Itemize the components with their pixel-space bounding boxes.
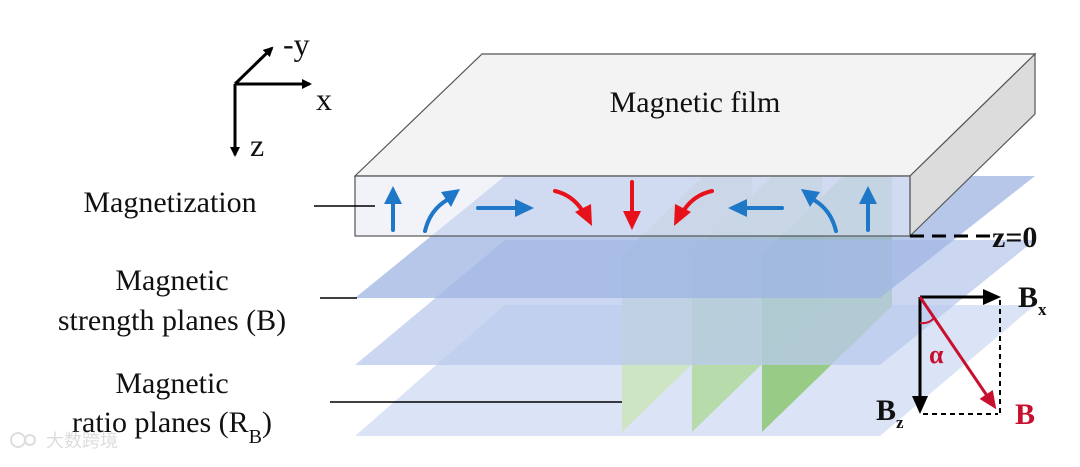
vector-diagram: α Bx Bz B bbox=[876, 281, 1047, 432]
strength-label-line2: strength planes (B) bbox=[58, 304, 286, 337]
arrow-curve-up-right-blue bbox=[423, 189, 460, 233]
magnetization-label: Magnetization bbox=[83, 186, 256, 219]
ratio-label-line2: ratio planes (RB) bbox=[72, 406, 272, 448]
strength-label-line1: Magnetic bbox=[115, 264, 228, 297]
magnetic-film bbox=[353, 52, 1037, 238]
arrow-left-blue bbox=[728, 199, 784, 217]
z-zero-label: z=0 bbox=[992, 221, 1037, 254]
arrow-down-red bbox=[623, 180, 641, 230]
axis-z-label: z bbox=[250, 127, 264, 163]
alpha-label: α bbox=[929, 340, 944, 369]
ratio-label-line1: Magnetic bbox=[115, 367, 228, 400]
bz-label: Bz bbox=[876, 394, 904, 432]
arrow-curve-down-right-red bbox=[553, 189, 592, 226]
arrow-up-blue-1 bbox=[384, 186, 402, 232]
arrow-curve-up-left-blue bbox=[801, 189, 838, 233]
axes: -y x z bbox=[230, 26, 332, 163]
b-label: B bbox=[1015, 398, 1035, 431]
arrow-curve-down-left-red bbox=[674, 189, 714, 226]
film-title: Magnetic film bbox=[610, 86, 781, 119]
arrow-right-blue bbox=[476, 199, 534, 217]
magnetization-arrows bbox=[384, 180, 877, 233]
axis-x-label: x bbox=[316, 81, 332, 117]
watermark: 大数跨境 bbox=[10, 431, 118, 452]
axis-neg-y-label: -y bbox=[283, 26, 310, 62]
bx-label: Bx bbox=[1018, 281, 1047, 319]
arrow-up-blue-2 bbox=[859, 186, 877, 232]
watermark-text: 大数跨境 bbox=[46, 431, 118, 452]
